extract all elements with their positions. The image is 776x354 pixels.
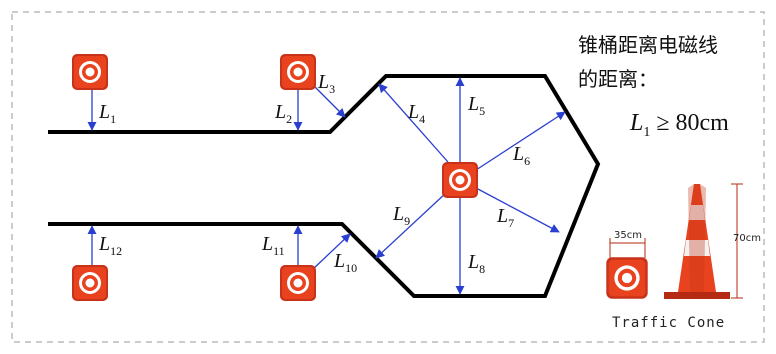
arrow-L6	[475, 111, 566, 171]
cone-top-view-sample	[606, 257, 648, 299]
cone-height-label: 70cm	[733, 233, 761, 244]
cone-caption: Traffic Cone	[612, 315, 725, 331]
label-L8: L8	[467, 251, 485, 276]
label-L4: L4	[407, 101, 425, 126]
arrow-L3	[313, 85, 346, 118]
label-L5: L5	[467, 93, 485, 118]
distance-arrows	[87, 77, 566, 295]
label-L3: L3	[317, 71, 335, 96]
label-L2: L2	[274, 101, 292, 126]
label-L12: L12	[98, 233, 122, 258]
title-line-1: 锥桶距离电磁线	[578, 33, 718, 57]
label-L1: L1	[98, 101, 116, 126]
track-outline	[48, 74, 601, 298]
cone-side-view	[664, 184, 730, 299]
cone-top-view-2	[280, 54, 316, 90]
arrow-L4	[378, 83, 449, 163]
label-L10: L10	[333, 250, 357, 275]
cone-width-label: 35cm	[614, 230, 642, 241]
formula: L1 ≥ 80cm	[629, 110, 729, 140]
cone-top-view-center	[442, 162, 478, 198]
label-L7: L7	[496, 205, 514, 230]
arrow-L9	[375, 191, 448, 259]
cone-top-view-1	[72, 54, 108, 90]
label-L9: L9	[392, 203, 410, 228]
title-line-2: 的距离：	[578, 67, 658, 91]
cone-top-view-4	[280, 265, 316, 301]
label-L11: L11	[261, 233, 285, 258]
diagram-frame	[11, 11, 765, 343]
arrow-L10	[311, 233, 351, 271]
traffic-cone-illustration: 35cm 70cm Traffic Cone	[606, 183, 761, 331]
arrow-L7	[475, 187, 560, 233]
label-L6: L6	[512, 143, 530, 168]
cone-top-view-3	[72, 265, 108, 301]
